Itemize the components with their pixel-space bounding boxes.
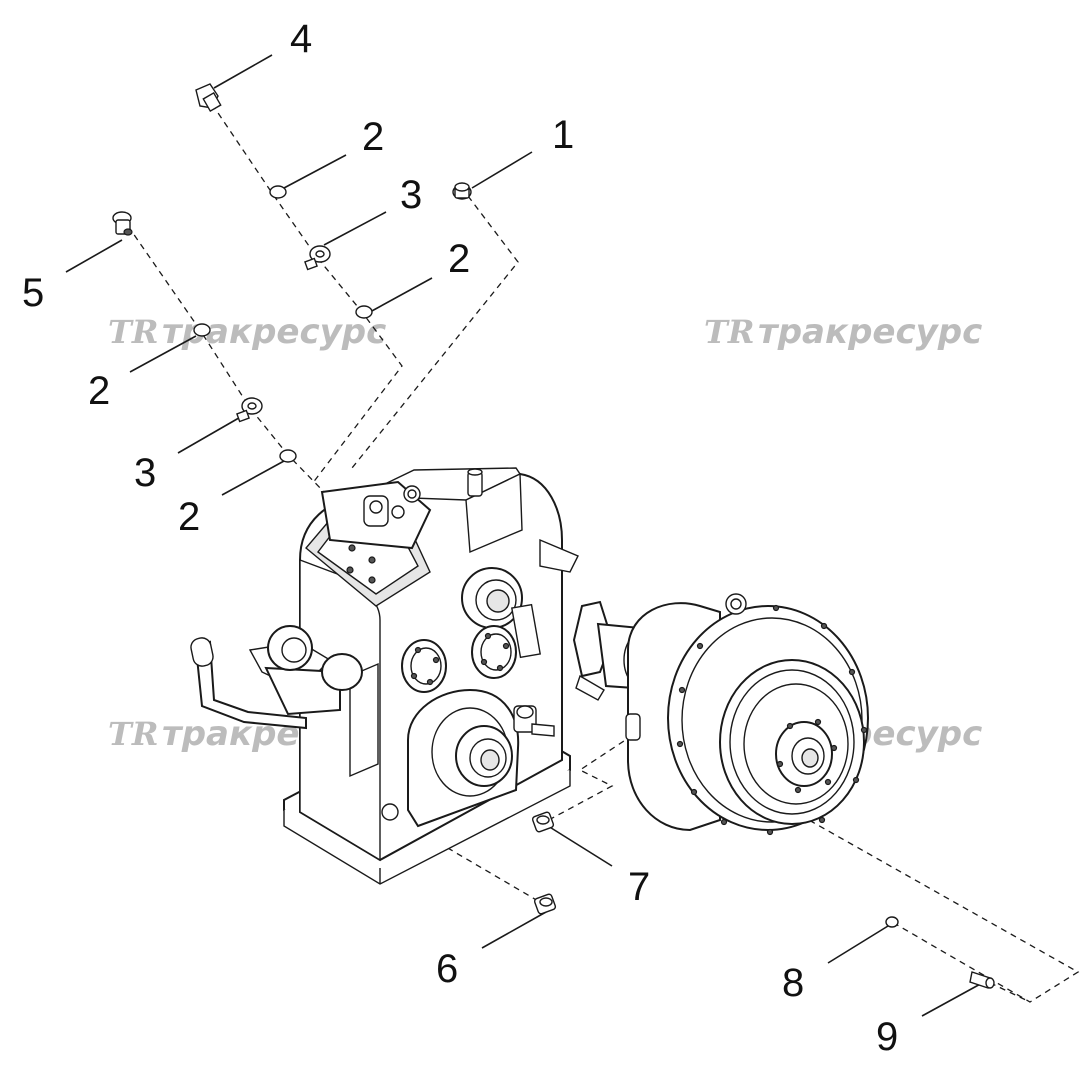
callout-2: 2 [362,115,384,159]
torque-converter-assembly [572,593,869,836]
banjo-fitting-part-3a [304,245,331,271]
callout-2: 2 [88,369,110,413]
gearbox-housing [248,467,579,885]
housing-bolts [676,604,868,836]
callout-4: 4 [290,17,312,61]
callout-labels: 4 2 1 3 2 5 2 3 2 7 6 8 9 [22,17,898,1059]
bolt-part-9 [969,971,995,989]
callout-2: 2 [448,237,470,281]
bolt-part-5 [112,211,133,236]
left-cover-plate [401,639,447,693]
washer-part-8 [885,916,899,928]
banjo-fitting-part-3b [236,397,263,423]
right-cover-plate [471,625,517,679]
callout-2: 2 [178,495,200,539]
upper-shaft-flange [461,567,542,659]
callout-3: 3 [134,451,156,495]
washer-part-2c [193,323,211,337]
watermark-logo: TR [108,715,158,753]
callout-1: 1 [552,113,574,157]
plug-part-7 [531,811,555,833]
hub-bolts [776,718,838,794]
hand-lever [190,637,307,730]
plug-part-6 [533,893,557,915]
watermark-top-left: TR тракресурс [108,312,386,352]
watermark-text: тракресурс [758,312,982,352]
watermark-top-right: TR тракресурс [704,312,982,352]
leader-lines [65,54,985,1017]
callout-3: 3 [400,173,422,217]
callout-9: 9 [876,1015,898,1059]
watermark-logo: TR [704,313,754,351]
output-shaft-flange [407,688,520,828]
side-shaft [513,705,555,737]
washer-part-2a [269,185,287,199]
callout-5: 5 [22,271,44,315]
callout-6: 6 [436,947,458,991]
assembly-paths [127,103,1080,1003]
washer-part-2d [279,449,297,463]
callout-8: 8 [782,961,804,1005]
watermark-logo: TR [108,313,158,351]
fitting-part-1 [452,182,472,200]
bolt-part-4 [195,83,222,113]
washer-part-2b [355,305,373,319]
callout-7: 7 [628,865,650,909]
